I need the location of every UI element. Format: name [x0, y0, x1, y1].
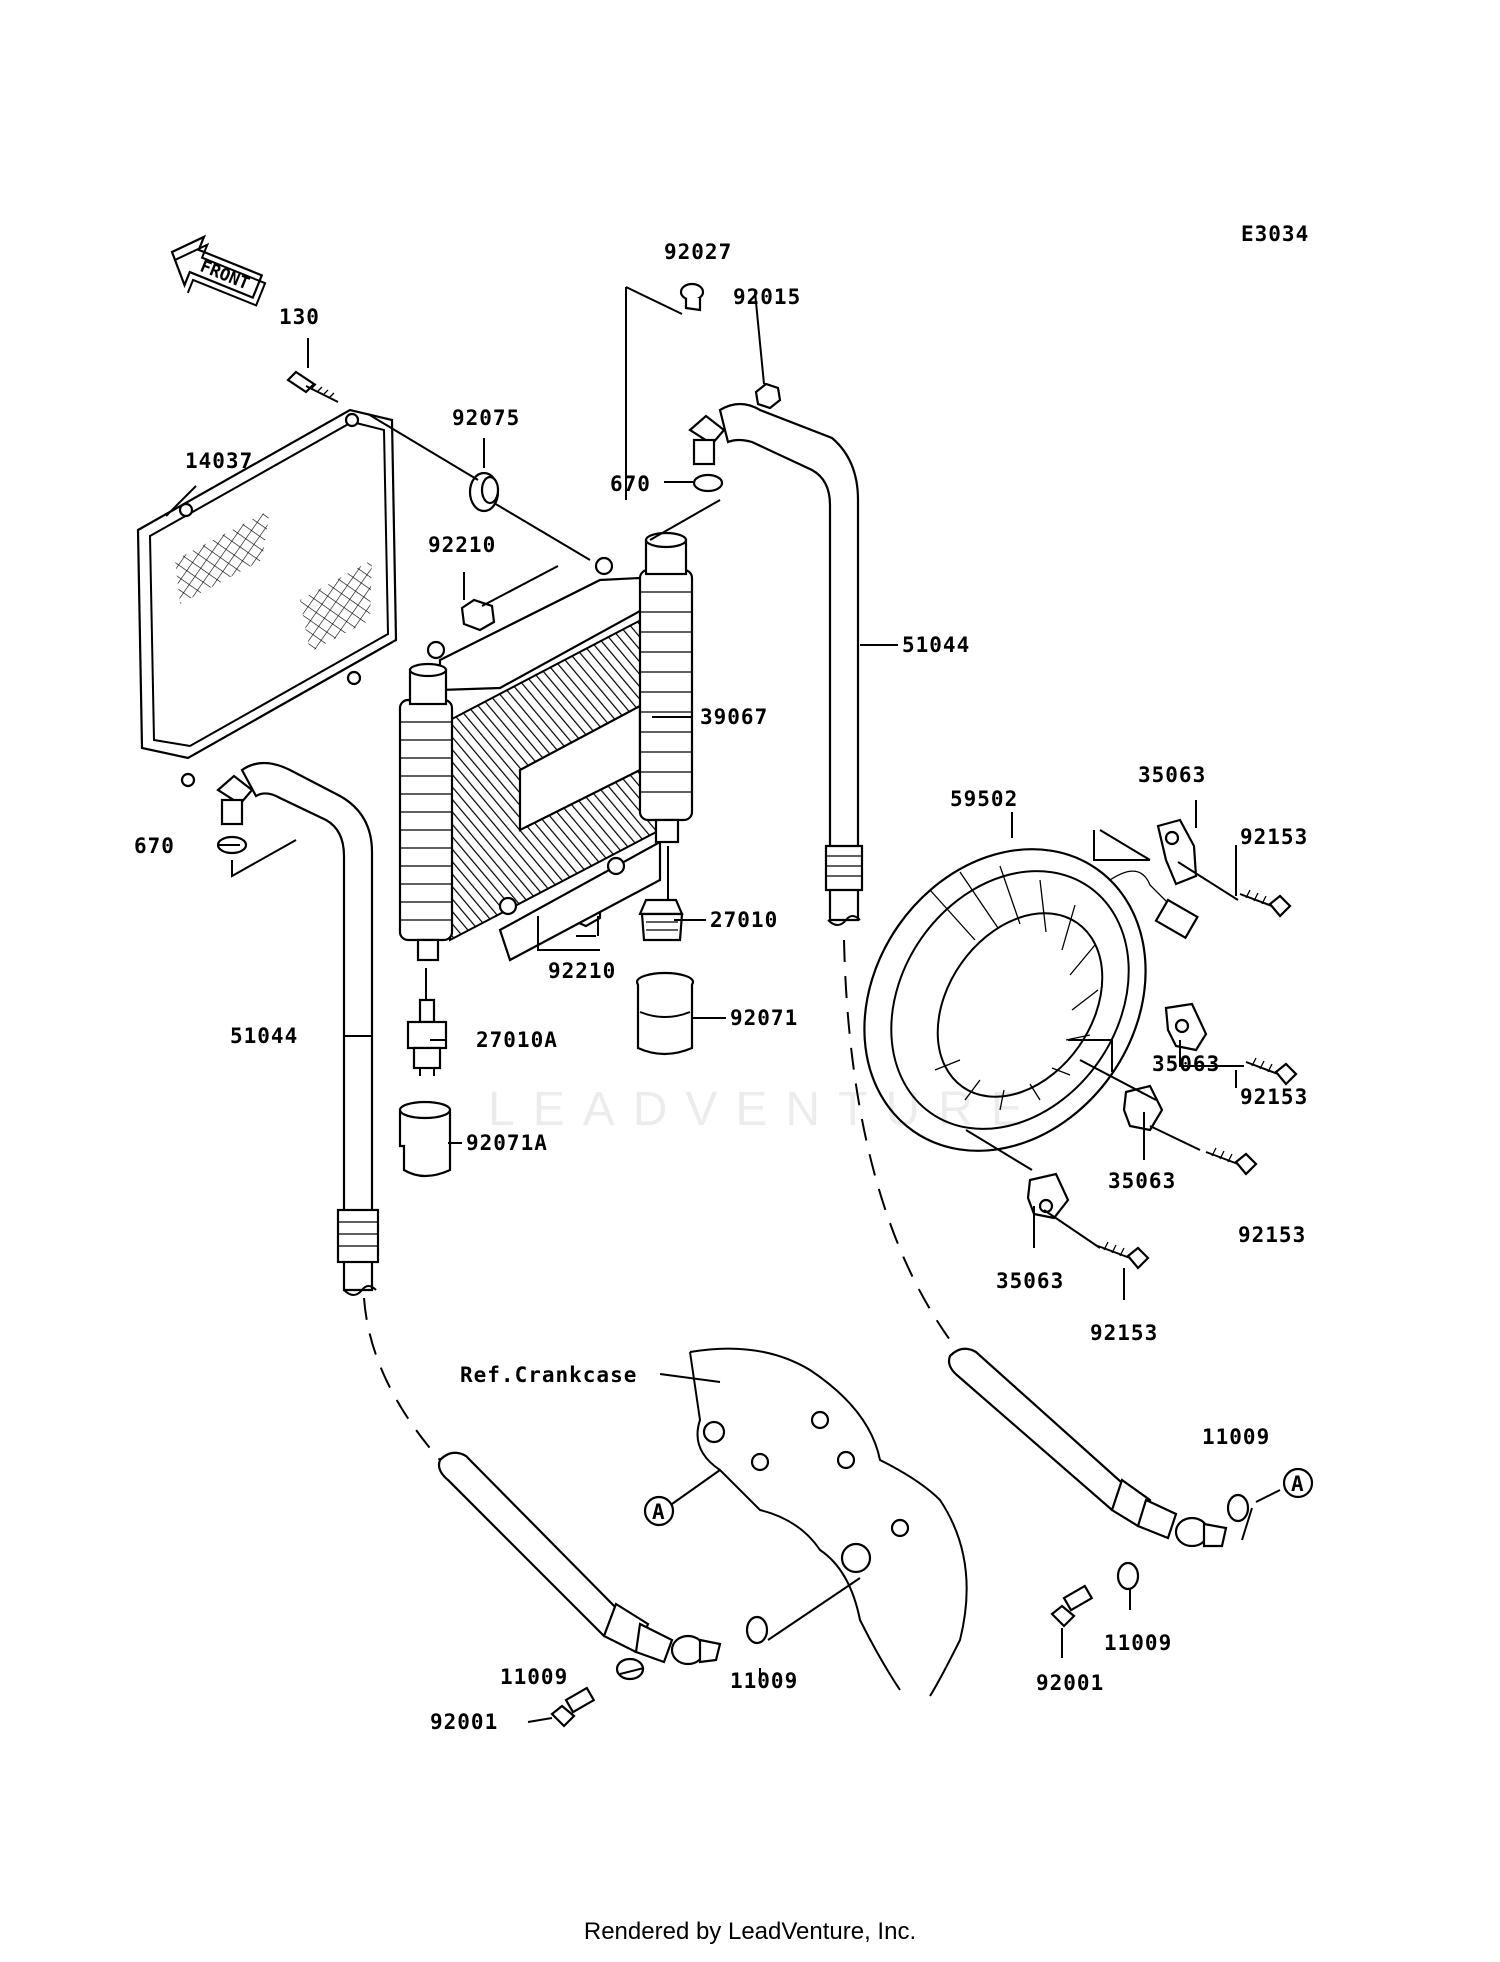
watermark: LEADVENTURE — [488, 1083, 1041, 1136]
bolt-92153-1 — [1239, 889, 1292, 918]
bolt-92153-3 — [1205, 1147, 1258, 1176]
label-35063-4: 35063 — [996, 1269, 1064, 1293]
label-51044-left: 51044 — [230, 1024, 298, 1048]
washer-11009-right-lower — [1116, 1561, 1140, 1591]
label-670-left: 670 — [134, 834, 175, 858]
label-670-top: 670 — [610, 472, 651, 496]
label-92153-4: 92153 — [1090, 1321, 1158, 1345]
label-11009-right-top: 11009 — [1202, 1425, 1270, 1449]
screen-14037 — [136, 408, 398, 788]
label-59502: 59502 — [950, 787, 1018, 811]
ref-a-left-label: A — [652, 1500, 666, 1524]
bolt-92153-4 — [1097, 1241, 1150, 1270]
hose-51044-left — [216, 761, 380, 1296]
bolt-130 — [286, 370, 339, 403]
label-92153-3: 92153 — [1238, 1223, 1306, 1247]
hose-lower-right — [947, 1347, 1228, 1548]
label-92210-bottom: 92210 — [548, 959, 616, 983]
label-92027: 92027 — [664, 240, 732, 264]
label-92075: 92075 — [452, 406, 520, 430]
footer-credit: Rendered by LeadVenture, Inc. — [583, 1918, 917, 1945]
o-ring-670-top — [692, 473, 724, 493]
label-11009-left-2: 11009 — [730, 1669, 798, 1693]
label-35063-2: 35063 — [1152, 1052, 1220, 1076]
label-39067: 39067 — [700, 705, 768, 729]
grommet-92075 — [468, 471, 500, 513]
label-92153-1: 92153 — [1240, 825, 1308, 849]
hose-lower-left — [437, 1451, 722, 1666]
switch-27010A — [406, 998, 448, 1076]
clamp-35063-1 — [1156, 818, 1198, 886]
leader-lines — [165, 286, 1281, 1723]
label-51044-right: 51044 — [902, 633, 970, 657]
label-27010A: 27010A — [476, 1028, 558, 1052]
dashed-connector-left — [363, 1297, 441, 1461]
label-92001-left: 92001 — [430, 1710, 498, 1734]
label-14037: 14037 — [185, 449, 253, 473]
label-92153-2: 92153 — [1240, 1085, 1308, 1109]
washer-92027 — [679, 282, 705, 312]
label-11009-right-bottom: 11009 — [1104, 1631, 1172, 1655]
label-92210-top: 92210 — [428, 533, 496, 557]
label-27010: 27010 — [710, 908, 778, 932]
fan-cover-59502 — [863, 848, 1199, 1152]
ref-a-right: A — [1282, 1467, 1314, 1499]
dashed-connector-right — [843, 939, 951, 1341]
washer-11009-left-upper — [745, 1615, 769, 1645]
ref-a-right-label: A — [1291, 1472, 1305, 1496]
clamp-35063-3 — [1122, 1084, 1164, 1132]
cap-92071A — [398, 1100, 452, 1178]
cap-92071 — [635, 971, 695, 1056]
diagram-code: E3034 — [1241, 222, 1309, 246]
washer-11009-right-upper — [1226, 1493, 1250, 1523]
crankcase-reference — [689, 1347, 968, 1697]
hose-51044-right — [688, 402, 864, 926]
label-92071A: 92071A — [466, 1131, 548, 1155]
label-11009-left-1: 11009 — [500, 1665, 568, 1689]
label-92001-right: 92001 — [1036, 1671, 1104, 1695]
clamp-35063-2 — [1164, 1002, 1208, 1052]
switch-27010 — [638, 898, 684, 942]
label-35063-top: 35063 — [1138, 763, 1206, 787]
label-92015: 92015 — [733, 285, 801, 309]
nut-92015 — [754, 382, 782, 410]
clip-92210-top — [460, 598, 496, 632]
bolt-92153-2 — [1245, 1057, 1298, 1086]
oil-cooler-39067 — [398, 531, 694, 962]
ref-a-left: A — [643, 1495, 675, 1527]
label-35063-3: 35063 — [1108, 1169, 1176, 1193]
label-ref-crankcase: Ref.Crankcase — [460, 1363, 637, 1387]
bolt-92001-left — [550, 1686, 596, 1728]
label-130: 130 — [279, 305, 320, 329]
front-arrow-icon: FRONT — [170, 234, 267, 307]
clamp-35063-4 — [1026, 1172, 1070, 1220]
bolt-92001-right — [1050, 1584, 1094, 1628]
label-92071: 92071 — [730, 1006, 798, 1030]
